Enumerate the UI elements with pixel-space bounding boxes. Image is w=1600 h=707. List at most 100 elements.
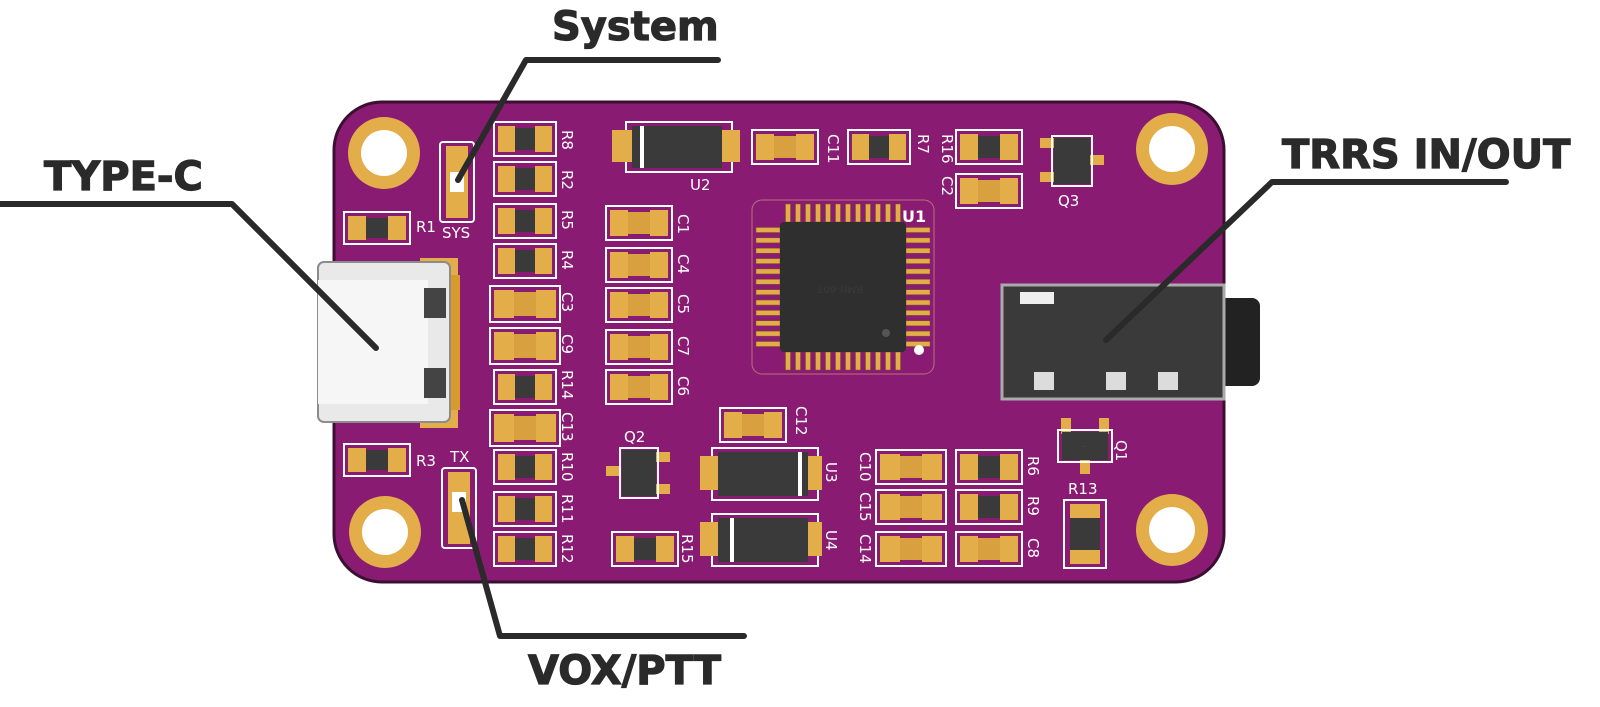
label-r10: R10 [558, 452, 576, 482]
u1-pin [755, 341, 781, 347]
label-r6: R6 [1024, 456, 1042, 476]
capacitor-c4 [605, 247, 673, 283]
capacitor-c12 [719, 407, 787, 443]
resistor-r12 [493, 531, 557, 567]
u1-pin [795, 203, 801, 223]
label-tx: TX [449, 448, 469, 466]
ic-u2 [612, 121, 740, 173]
u1-pin [875, 203, 881, 223]
resistor-r11 [493, 491, 557, 527]
capacitor-c1 [605, 205, 673, 241]
resistor-r2 [493, 161, 557, 197]
label-r5: R5 [558, 210, 576, 230]
resistor-r1 [343, 211, 411, 245]
label-c3: C3 [558, 292, 576, 312]
resistor-r9 [955, 489, 1023, 525]
capacitor-c15 [875, 489, 947, 525]
u1-pin [905, 247, 931, 254]
label-c13: C13 [558, 412, 576, 442]
label-r9: R9 [1024, 496, 1042, 516]
q1-marking: ⋯ [1083, 444, 1088, 450]
label-c1: C1 [674, 214, 692, 234]
u1-pin [755, 268, 781, 275]
callout-type-c: TYPE-C [44, 154, 203, 200]
capacitor-c9 [489, 327, 561, 365]
passive-components [343, 121, 1023, 567]
u1-pin [905, 289, 931, 295]
led-tx [441, 467, 477, 549]
u1-pin [825, 351, 831, 371]
u1-pin [755, 330, 781, 337]
u1-pin [795, 351, 801, 371]
label-c4: C4 [674, 254, 692, 274]
resistor-r14 [493, 369, 557, 405]
resistor-r8 [493, 121, 557, 157]
leader-type-c [0, 201, 379, 351]
label-c12: C12 [792, 406, 810, 436]
capacitor-c3 [489, 285, 561, 323]
capacitor-c2 [955, 173, 1023, 209]
u1-pin [905, 320, 931, 327]
u1-pin [905, 299, 931, 306]
u1-pin [845, 351, 851, 371]
mounting-hole-top-left [348, 117, 420, 189]
u1-pin [895, 351, 901, 371]
u1-pin [905, 310, 931, 316]
label-r4: R4 [558, 250, 576, 270]
u1-pin [835, 351, 841, 371]
label-u2: U2 [690, 176, 711, 194]
callout-system: System [552, 4, 719, 50]
label-r7: R7 [914, 134, 932, 154]
trrs-jack [1000, 283, 1260, 401]
u1-pin [825, 203, 831, 223]
u1-pin [865, 351, 871, 371]
label-r15: R15 [678, 534, 696, 564]
label-c7: C7 [674, 336, 692, 356]
u1-pin [905, 258, 931, 264]
transistor-q2 [606, 447, 670, 499]
label-r8: R8 [558, 130, 576, 150]
resistor-r16 [955, 129, 1023, 165]
mounting-hole-top-right [1136, 113, 1208, 185]
leader-trrs [1103, 179, 1509, 343]
chip-u1: RMH-607 [751, 199, 935, 375]
u1-pin [865, 203, 871, 223]
label-c15: C15 [856, 492, 874, 522]
capacitor-c5 [605, 287, 673, 323]
label-u4: U4 [822, 530, 840, 551]
u1-pin [895, 203, 901, 223]
capacitor-c13 [489, 409, 561, 447]
u1-pin [755, 289, 781, 295]
label-c9: C9 [558, 334, 576, 354]
label-c5: C5 [674, 294, 692, 314]
capacitor-c7 [605, 329, 673, 365]
label-r13: R13 [1068, 480, 1098, 498]
capacitor-c10 [875, 449, 947, 485]
resistor-r4 [493, 243, 557, 279]
u1-pin [905, 279, 931, 285]
u1-pin [755, 227, 781, 233]
label-r16: R16 [938, 134, 956, 164]
u1-pin [885, 351, 891, 371]
label-c6: C6 [674, 376, 692, 396]
label-c2: C2 [938, 176, 956, 196]
resistor-r7 [847, 129, 911, 165]
label-u3: U3 [822, 462, 840, 483]
u1-pin [855, 351, 861, 371]
label-r1: R1 [416, 218, 436, 236]
label-c11: C11 [824, 134, 842, 164]
label-u1: U1 [902, 207, 926, 226]
leader-vox-ptt [459, 497, 747, 639]
label-sys: SYS [442, 224, 470, 242]
label-r11: R11 [558, 494, 576, 524]
u1-pin [785, 351, 791, 371]
label-r14: R14 [558, 370, 576, 400]
resistor-r5 [493, 203, 557, 239]
capacitor-c8 [955, 531, 1023, 567]
silkscreen-labels: SYS TX R1 R3 R8 R2 R5 R4 C3 C9 R14 C13 R… [416, 130, 1130, 564]
mounting-hole-bottom-right [1136, 494, 1208, 566]
chip-u1-marking: RMH-607 [817, 283, 863, 294]
u1-pin [755, 279, 781, 285]
